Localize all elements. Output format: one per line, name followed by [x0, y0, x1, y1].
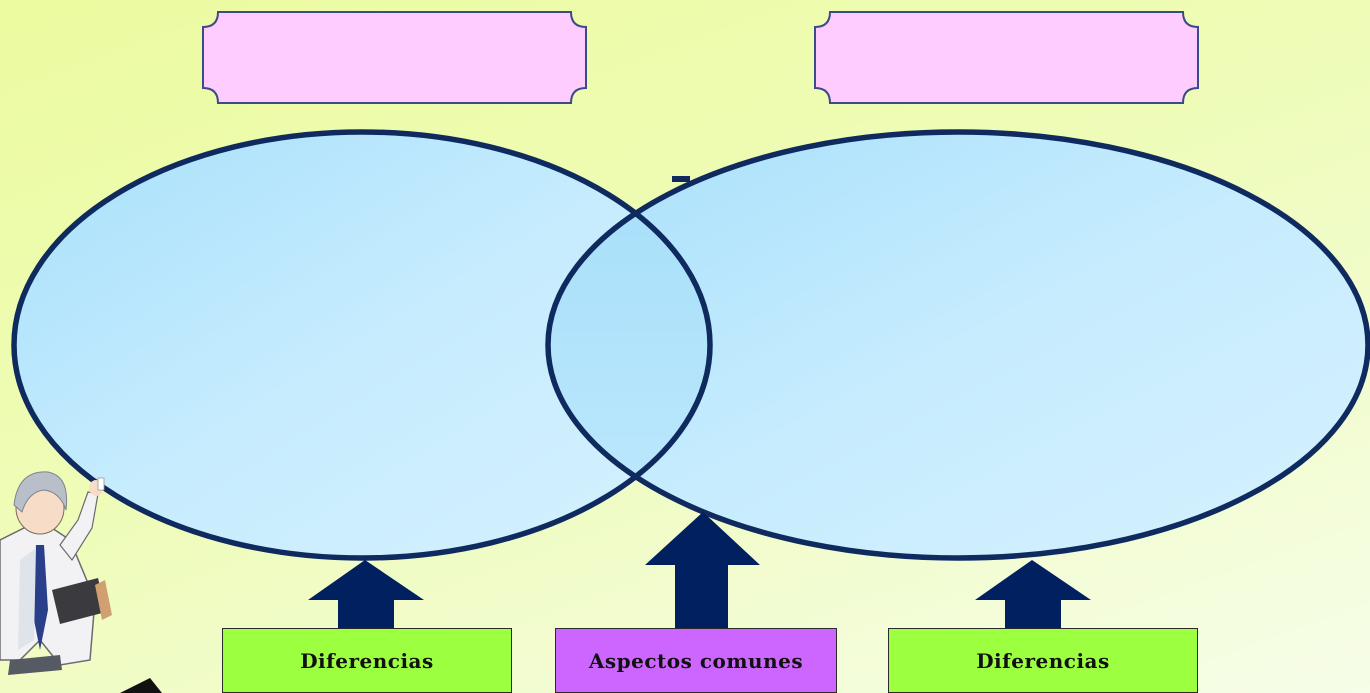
intersection-tick-mark: [672, 176, 690, 182]
title-box-right: [814, 11, 1199, 104]
common-aspects-box: Aspectos comunes: [555, 628, 837, 693]
left-oval: [14, 132, 710, 558]
differences-right-box: Diferencias: [888, 628, 1198, 693]
left-oval-outline: [11, 129, 713, 561]
decorative-dark-shape: [120, 678, 162, 693]
right-oval: [548, 132, 1368, 558]
common-aspects-label: Aspectos comunes: [588, 649, 804, 673]
teacher-illustration: [0, 471, 112, 675]
differences-left-box: Diferencias: [222, 628, 512, 693]
arrow-left: [308, 560, 424, 628]
differences-right-label: Diferencias: [976, 649, 1110, 673]
differences-left-label: Diferencias: [300, 649, 434, 673]
arrow-center: [645, 512, 760, 628]
arrow-right: [975, 560, 1091, 628]
title-box-left: [202, 11, 587, 104]
right-oval-outline: [545, 129, 1370, 561]
